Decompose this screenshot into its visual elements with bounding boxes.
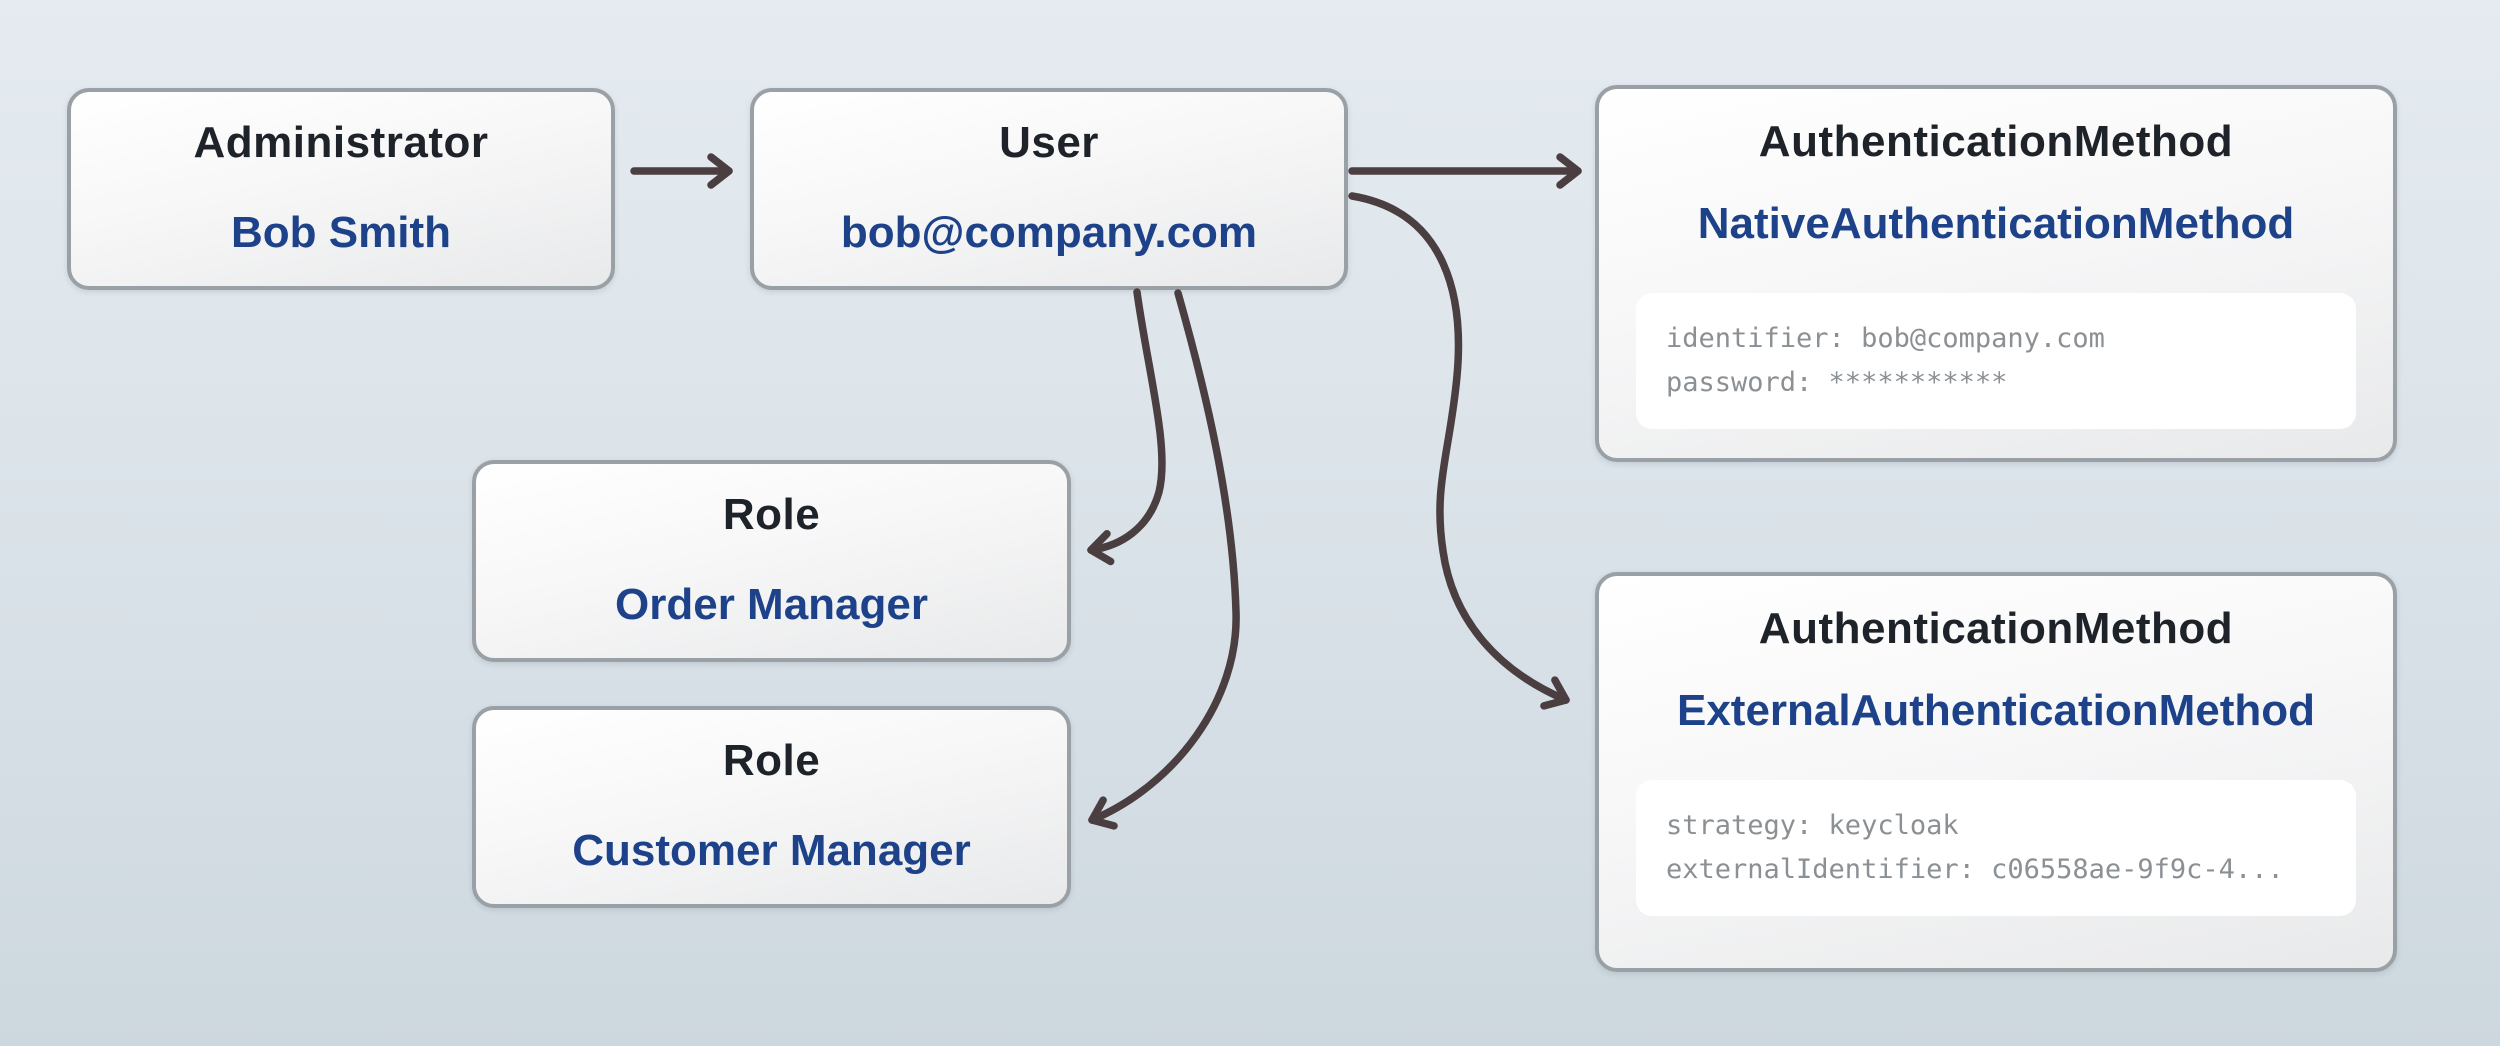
node-role-customer-value: Customer Manager [572, 826, 971, 875]
node-external-auth-type: AuthenticationMethod [1758, 604, 2234, 653]
node-role-order-manager: Role Order Manager [472, 460, 1071, 662]
node-user-value: bob@company.com [840, 208, 1258, 257]
node-external-authentication-method: AuthenticationMethod ExternalAuthenticat… [1595, 572, 2397, 972]
node-administrator-type: Administrator [193, 118, 489, 167]
node-role-order-type: Role [722, 490, 821, 539]
node-user: User bob@company.com [750, 88, 1348, 290]
node-native-authentication-method: AuthenticationMethod NativeAuthenticatio… [1595, 85, 2397, 462]
arrow-user-to-role-customer [1088, 289, 1240, 830]
node-role-order-value: Order Manager [615, 580, 928, 629]
node-role-customer-manager: Role Customer Manager [472, 706, 1071, 908]
external-auth-identifier-line: externalIdentifier: c06558ae-9f9c-4... [1666, 854, 2284, 885]
native-auth-password-line: password: *********** [1666, 367, 2008, 398]
external-auth-strategy-line: strategy: keycloak [1666, 810, 1959, 841]
node-user-type: User [999, 118, 1099, 167]
external-auth-properties-box: strategy: keycloak externalIdentifier: c… [1636, 780, 2356, 916]
node-native-auth-value: NativeAuthenticationMethod [1697, 199, 2295, 248]
arrow-user-to-external-auth [1348, 192, 1570, 710]
node-administrator: Administrator Bob Smith [67, 88, 615, 290]
native-auth-identifier-line: identifier: bob@company.com [1666, 323, 2105, 354]
native-auth-properties-box: identifier: bob@company.com password: **… [1636, 293, 2356, 429]
arrow-user-to-role-order [1087, 288, 1166, 566]
node-administrator-value: Bob Smith [231, 208, 451, 257]
node-native-auth-type: AuthenticationMethod [1758, 117, 2234, 166]
node-role-customer-type: Role [722, 736, 821, 785]
node-external-auth-value: ExternalAuthenticationMethod [1676, 686, 2316, 735]
